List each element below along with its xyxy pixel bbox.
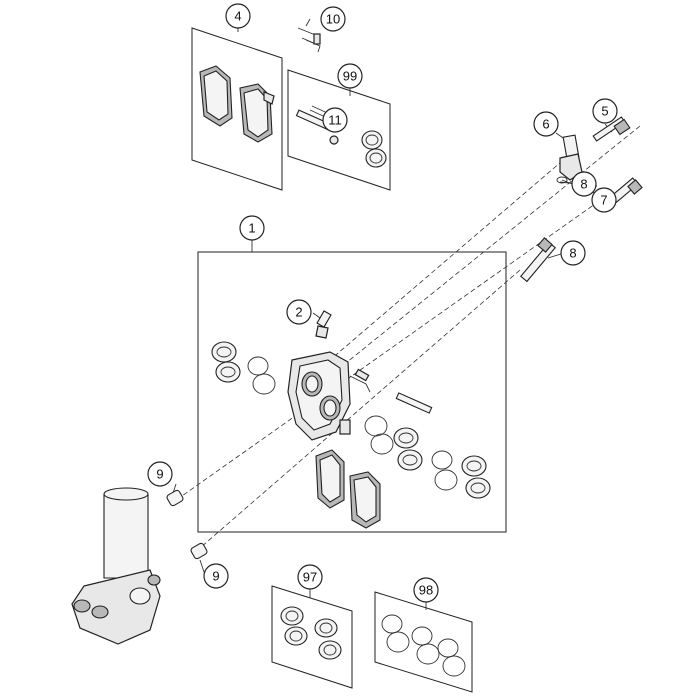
callout-2: 2 bbox=[286, 299, 312, 325]
callout-9-lower: 9 bbox=[203, 563, 229, 589]
svg-text:11: 11 bbox=[328, 113, 342, 128]
svg-text:1: 1 bbox=[248, 221, 255, 236]
piston-set-right bbox=[364, 415, 491, 499]
callout-1: 1 bbox=[239, 215, 265, 241]
svg-text:2: 2 bbox=[295, 305, 302, 320]
svg-text:9: 9 bbox=[212, 569, 219, 584]
callout-98: 98 bbox=[413, 577, 439, 603]
callout-8-lower: 8 bbox=[560, 240, 586, 266]
svg-text:4: 4 bbox=[234, 9, 241, 24]
kit-frame-97 bbox=[271, 585, 353, 689]
svg-text:10: 10 bbox=[326, 12, 340, 27]
piston-set-left bbox=[211, 341, 276, 395]
callout-8-upper: 8 bbox=[571, 171, 597, 197]
svg-text:97: 97 bbox=[303, 570, 317, 585]
callout-4: 4 bbox=[225, 3, 251, 29]
svg-text:8: 8 bbox=[580, 177, 587, 192]
callout-9-upper: 9 bbox=[147, 461, 173, 487]
brake-pads-installed bbox=[315, 449, 381, 529]
caliper-assembly-frame bbox=[197, 251, 507, 533]
svg-text:5: 5 bbox=[601, 104, 608, 119]
fork-leg bbox=[71, 487, 161, 645]
pad-pin-and-spring bbox=[349, 368, 433, 414]
kit-frame-4 bbox=[191, 27, 283, 191]
svg-text:9: 9 bbox=[156, 467, 163, 482]
callout-5: 5 bbox=[592, 98, 618, 124]
repair-kit-99-parts bbox=[295, 105, 387, 168]
kit-frame-99 bbox=[287, 69, 391, 191]
callout-6: 6 bbox=[533, 111, 559, 137]
svg-text:98: 98 bbox=[419, 583, 433, 598]
assembly-axis-lines bbox=[181, 125, 641, 549]
retaining-clip bbox=[297, 27, 321, 53]
callout-10: 10 bbox=[320, 6, 346, 32]
callout-99: 99 bbox=[337, 63, 363, 89]
leader-lines bbox=[171, 18, 613, 610]
svg-text:8: 8 bbox=[569, 246, 576, 261]
bleeder-valve bbox=[315, 310, 332, 339]
svg-text:6: 6 bbox=[542, 117, 549, 132]
bushings bbox=[166, 489, 208, 560]
caliper-body bbox=[287, 351, 351, 441]
callout-7: 7 bbox=[591, 187, 617, 213]
svg-text:99: 99 bbox=[343, 69, 357, 84]
callout-97: 97 bbox=[297, 564, 323, 590]
kit-frame-98 bbox=[374, 591, 473, 693]
piston-kit-97 bbox=[280, 606, 342, 660]
svg-text:7: 7 bbox=[600, 193, 607, 208]
callout-11: 11 bbox=[322, 107, 348, 133]
brake-pad-set bbox=[199, 65, 275, 143]
seal-kit-98 bbox=[381, 614, 466, 677]
